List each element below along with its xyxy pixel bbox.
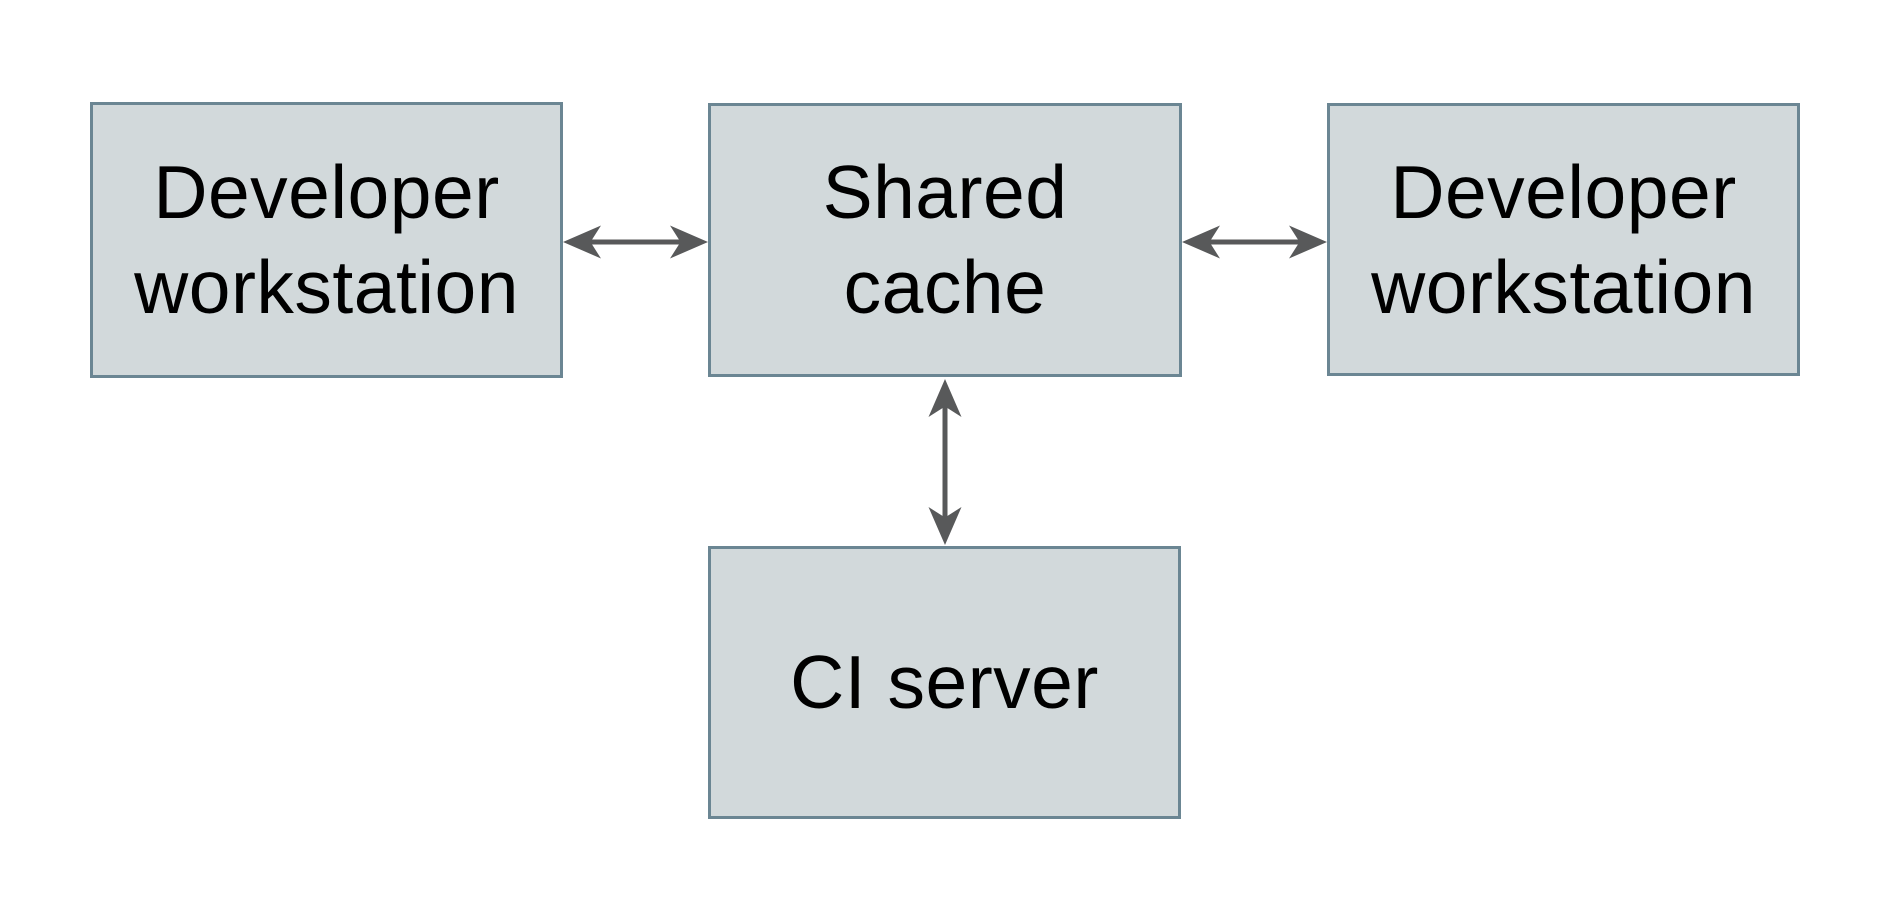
node-developer-workstation-left: Developer workstation [90, 102, 563, 378]
bidirectional-arrow-cache-right [1182, 225, 1327, 259]
node-label-line: CI server [790, 640, 1099, 724]
bidirectional-arrow-left-cache [563, 225, 708, 259]
node-shared-cache: Shared cache [708, 103, 1182, 377]
node-label-line: cache [843, 245, 1047, 329]
node-ci-server: CI server [708, 546, 1181, 819]
node-label-line: Shared [822, 150, 1068, 234]
node-label-line: Developer [153, 150, 500, 234]
node-label-line: Developer [1390, 149, 1737, 234]
node-label-line: workstation [1371, 244, 1756, 329]
node-developer-workstation-right: Developer workstation [1327, 103, 1800, 376]
node-label-line: workstation [134, 245, 519, 329]
bidirectional-arrow-cache-ci [928, 379, 962, 545]
